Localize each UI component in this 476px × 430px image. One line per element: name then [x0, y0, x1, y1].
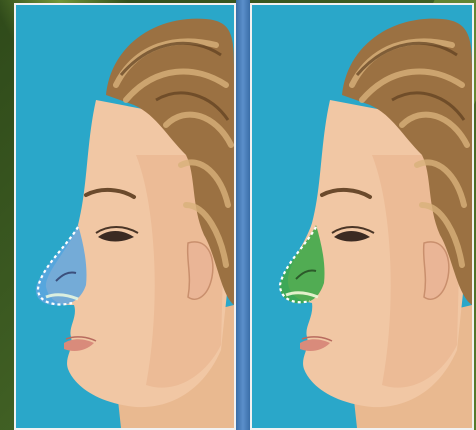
- after-illustration: [252, 5, 472, 428]
- panel-divider: [236, 0, 250, 430]
- before-illustration: [16, 5, 234, 428]
- after-panel: [250, 3, 474, 430]
- before-panel: [14, 3, 236, 430]
